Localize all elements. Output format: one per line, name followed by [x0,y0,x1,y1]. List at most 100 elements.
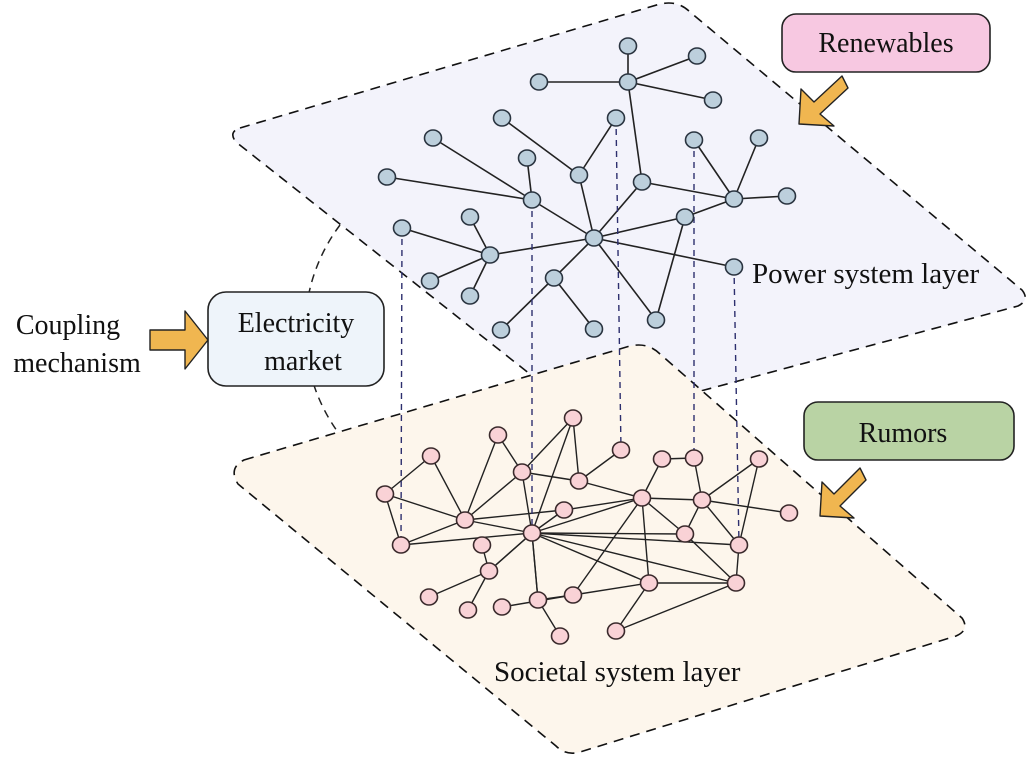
power-edge [627,55,698,83]
societal-node [749,450,769,468]
societal-edge [701,499,790,514]
societal-node [492,598,512,616]
societal-edge [400,519,466,546]
power-system-plane [232,2,1026,420]
power-edge [432,137,533,201]
societal-node [512,463,532,481]
power-edge [593,216,686,239]
societal-node [472,536,492,554]
societal-edge [531,417,574,534]
societal-edge [384,455,432,495]
societal-edge [641,497,686,535]
societal-node [675,525,695,543]
power-node [646,311,666,329]
societal-edge [464,434,499,521]
coupling-mechanism-label-line2: mechanism [13,348,141,379]
societal-node [639,574,659,592]
rumors-arrow [819,467,867,519]
societal-node [729,536,749,554]
societal-node [726,574,746,592]
societal-system-edges [384,417,790,637]
power-edge [501,117,580,176]
rumors-label: Rumors [859,418,948,449]
societal-edge [615,582,650,632]
power-node [420,272,440,290]
societal-system-nodes [375,409,799,645]
societal-edge [430,455,466,521]
societal-node [554,501,574,519]
societal-node [652,450,672,468]
societal-node [479,562,499,580]
societal-edge [531,497,643,534]
societal-node [528,591,548,609]
societal-edge [641,497,650,584]
power-edge [627,81,714,101]
power-edge [693,139,735,200]
renewables-arrow [798,75,849,127]
power-node [684,131,704,149]
power-edge [386,176,533,201]
power-edge [500,277,555,331]
societal-edge [572,497,643,596]
societal-node [455,511,475,529]
power-node [480,246,500,264]
societal-node [488,426,508,444]
societal-node [421,447,441,465]
power-node [423,129,443,147]
power-edge [429,254,491,282]
societal-node [684,449,704,467]
power-edge [641,181,735,200]
societal-edge [521,471,533,534]
societal-edge [684,533,737,584]
coupling-mechanism-label-line1: Coupling [16,310,120,341]
coupling-line [615,117,622,451]
societal-edge [384,493,466,521]
power-edge [593,237,657,321]
interlayer-coupling-lines [400,117,740,546]
power-node [777,187,797,205]
societal-node [550,627,570,645]
coupling-line [733,266,740,546]
power-node [606,109,626,127]
power-node [687,47,707,65]
societal-edge [615,582,737,632]
societal-edge [531,532,686,535]
power-node [724,258,744,276]
societal-edge [464,509,565,521]
societal-edge [531,532,650,584]
power-node [703,91,723,109]
societal-edge [464,471,523,521]
societal-edge [641,497,703,501]
power-node [632,173,652,191]
power-node [584,320,604,338]
power-node [544,269,564,287]
societal-edge [488,532,533,572]
power-system-layer-label: Power system layer [752,258,979,290]
societal-edge [578,480,643,499]
societal-edge [701,499,740,546]
renewables-label: Renewables [818,28,953,59]
societal-edge [428,570,490,598]
societal-edge [531,532,740,546]
power-node [517,149,537,167]
electricity-market-label-line1: Electricity [238,308,355,339]
power-node [491,321,511,339]
societal-node [569,472,589,490]
societal-node [779,504,799,522]
coupling-line [400,227,403,546]
societal-edge [572,417,580,482]
societal-node [391,536,411,554]
societal-node [692,491,712,509]
societal-edge [738,458,760,546]
power-edge [401,227,491,256]
power-node [460,208,480,226]
societal-node [563,409,583,427]
power-system-edges [386,46,788,331]
power-edge [553,237,595,279]
societal-node [563,586,583,604]
power-node [569,166,589,184]
societal-node [375,485,395,503]
power-node [460,287,480,305]
societal-edge [464,519,533,534]
power-edge [733,137,760,200]
